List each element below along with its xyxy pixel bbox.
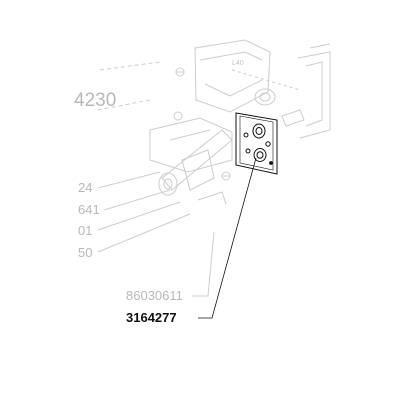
assembly-code-fragment: 4230	[74, 90, 117, 111]
callout-24: 24	[78, 180, 93, 195]
highlight-leader-line	[198, 157, 257, 319]
callout-86030611: 86030611	[126, 288, 183, 303]
faded-leader-lines	[97, 171, 215, 297]
highlighted-plate	[235, 112, 278, 175]
background-assembly	[97, 39, 331, 205]
callout-50: 50	[78, 245, 93, 260]
callout-641: 641	[78, 202, 100, 217]
small-tag-label: L40	[232, 60, 244, 67]
highlighted-part-number[interactable]: 3164277	[126, 310, 177, 325]
callout-01: 01	[78, 223, 93, 238]
